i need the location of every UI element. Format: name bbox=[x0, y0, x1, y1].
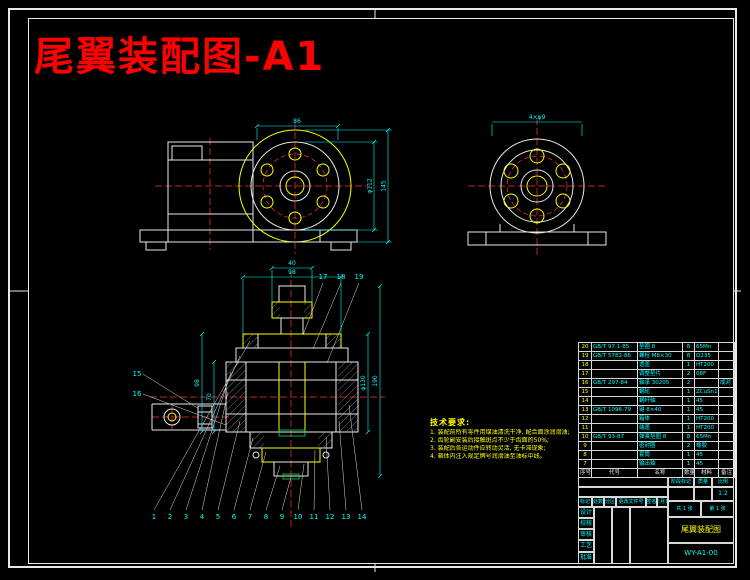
date-column bbox=[612, 507, 630, 564]
dim-label: φ112 bbox=[367, 178, 374, 194]
part-callout: 13 bbox=[342, 513, 351, 521]
base-plate bbox=[139, 229, 358, 251]
dim-label: 86 bbox=[293, 118, 301, 125]
technical-requirements-heading: 技术要求: bbox=[430, 418, 471, 427]
change-row bbox=[578, 477, 668, 487]
change-header-cell: 处数 bbox=[592, 497, 604, 507]
change-header-cell: 年月日 bbox=[657, 497, 668, 507]
dim-label: φ130 bbox=[360, 375, 367, 391]
bom-row: 15蜗轮1ZCuSn10P1 bbox=[578, 387, 735, 397]
scale-label: 比例 bbox=[712, 477, 734, 487]
sheet-number: 第 1 张 bbox=[701, 501, 734, 517]
drawing-name: 尾翼装配图 bbox=[668, 517, 734, 543]
sign-label: 批准 bbox=[578, 552, 594, 564]
dim-label: 98 bbox=[194, 379, 201, 387]
part-callout: 5 bbox=[216, 513, 220, 521]
part-callout: 17 bbox=[319, 273, 328, 281]
change-row bbox=[578, 487, 668, 497]
part-callout: 18 bbox=[337, 273, 346, 281]
technical-requirement-item: 4. 箱体内注入规定牌号润滑油至油标中线。 bbox=[430, 453, 546, 460]
assembly-outline bbox=[151, 285, 359, 480]
change-header-cell: 签名 bbox=[646, 497, 657, 507]
drawing-title: 尾翼装配图-A1 bbox=[34, 34, 326, 80]
sign-label: 校核 bbox=[578, 518, 594, 529]
part-callout: 16 bbox=[133, 390, 142, 398]
part-callout: 2 bbox=[168, 513, 172, 521]
change-header-cell: 分区 bbox=[604, 497, 616, 507]
part-callout: 9 bbox=[280, 513, 284, 521]
part-callouts: 1 2 3 4 5 6 7 8 9 10 11 12 13 14 15 16 1… bbox=[133, 273, 367, 521]
dim-label: 4×φ9 bbox=[529, 114, 546, 121]
dim-label: 98 bbox=[288, 269, 296, 276]
mass-label: 质量 bbox=[694, 477, 712, 487]
change-header-cell: 标记 bbox=[578, 497, 592, 507]
technical-requirement-item: 3. 装配后各运动件应转动灵活, 无卡滞现象; bbox=[430, 445, 546, 452]
title-block: 标记 处数 分区 更改文件号 签名 年月日 设计 校核 审核 工艺 批准 阶段标… bbox=[578, 477, 734, 564]
part-callout: 10 bbox=[294, 513, 303, 521]
sheet-total: 共 1 张 bbox=[668, 501, 701, 517]
bolt-holes bbox=[260, 147, 330, 225]
stage-label: 阶段标记 bbox=[668, 477, 694, 487]
technical-requirement-item: 1. 装配前所有零件用煤油清洗干净, 配合面涂润滑油; bbox=[430, 429, 570, 436]
part-callout: 7 bbox=[248, 513, 252, 521]
frame-centering-marks bbox=[8, 8, 741, 572]
part-callout: 6 bbox=[232, 513, 237, 521]
drawing-frame-outer bbox=[8, 8, 737, 568]
dim-label: 40 bbox=[288, 260, 296, 267]
section-dimensions bbox=[199, 265, 383, 479]
mass-value bbox=[694, 487, 712, 501]
dim-label: 70 bbox=[206, 393, 213, 401]
sign-label: 审核 bbox=[578, 529, 594, 540]
bolt-circle bbox=[262, 153, 328, 219]
spare-column bbox=[630, 507, 668, 564]
dim-label: 190 bbox=[372, 375, 379, 387]
change-header-cell: 更改文件号 bbox=[616, 497, 646, 507]
leader-lines bbox=[142, 282, 363, 511]
signature-column bbox=[594, 507, 612, 564]
drawing-number: WY-A1-00 bbox=[668, 543, 734, 564]
sign-label: 工艺 bbox=[578, 540, 594, 552]
dim-label: 145 bbox=[381, 180, 388, 192]
sign-label: 设计 bbox=[578, 507, 594, 518]
drawing-frame-inner bbox=[28, 18, 734, 564]
front-view-dimensions bbox=[254, 123, 392, 245]
part-callout: 1 bbox=[152, 513, 156, 521]
part-callout: 14 bbox=[358, 513, 367, 521]
side-view: 4×φ9 bbox=[467, 114, 607, 256]
part-callout: 11 bbox=[310, 513, 319, 521]
technical-requirement-item: 2. 齿轮副安装后接触斑点不少于齿面的50%; bbox=[430, 437, 549, 444]
side-bolt-holes bbox=[503, 148, 571, 224]
scale-value: 1:2 bbox=[712, 487, 734, 501]
front-view-centerlines bbox=[155, 122, 370, 254]
part-callout: 19 bbox=[355, 273, 364, 281]
part-callout: 4 bbox=[200, 513, 205, 521]
part-callout: 8 bbox=[264, 513, 268, 521]
front-view: φ112 145 86 bbox=[139, 118, 392, 254]
part-callout: 3 bbox=[184, 513, 188, 521]
stage-value bbox=[668, 487, 694, 501]
technical-requirements-list: 1. 装配前所有零件用煤油清洗干净, 配合面涂润滑油;2. 齿轮副安装后接触斑点… bbox=[430, 429, 582, 461]
side-view-dimensions bbox=[491, 121, 583, 136]
side-base bbox=[467, 224, 607, 246]
part-callout: 15 bbox=[133, 370, 142, 378]
part-callout: 12 bbox=[326, 513, 335, 521]
technical-requirements: 技术要求: 1. 装配前所有零件用煤油清洗干净, 配合面涂润滑油;2. 齿轮副安… bbox=[430, 417, 582, 461]
section-view: 98 40 98 70 φ130 190 bbox=[133, 260, 385, 530]
